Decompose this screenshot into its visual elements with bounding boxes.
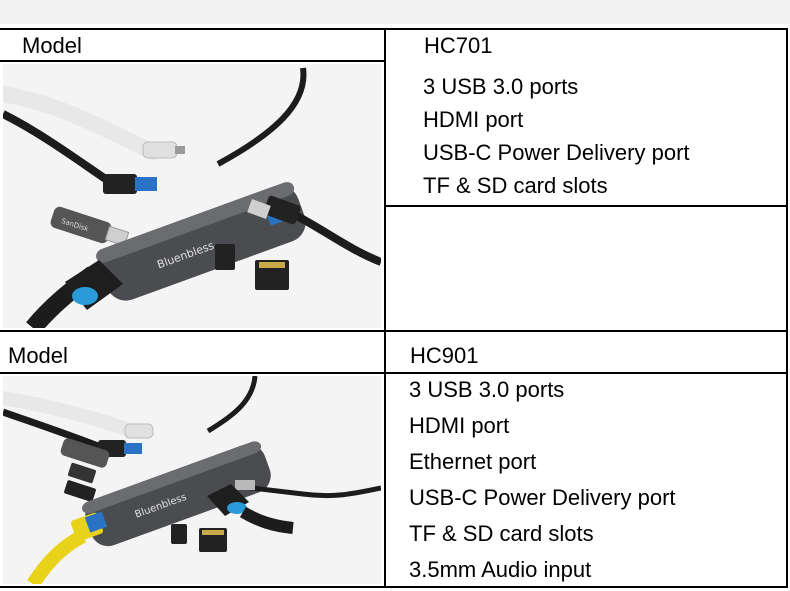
row2-model-divider (386, 372, 788, 374)
row2-feature-6: 3.5mm Audio input (409, 557, 592, 582)
row1-model-label: Model (22, 33, 82, 58)
row1-product-photo: SanDisk Bluenbless (3, 64, 381, 328)
column-divider (384, 28, 386, 588)
row1-feature-2: HDMI port (423, 107, 524, 132)
row2-feature-1: 3 USB 3.0 ports (409, 377, 565, 402)
row1-feature-1: 3 USB 3.0 ports (423, 74, 579, 99)
row2-model-name: HC901 (410, 343, 479, 368)
row2-feature-3: Ethernet port (409, 449, 537, 474)
row2-model-label: Model (8, 343, 68, 368)
row2-feature-5: TF & SD card slots (409, 521, 594, 546)
row1-label-divider (0, 60, 384, 62)
row2-product-photo: Bluenbless (3, 376, 381, 584)
row1-feature-4: TF & SD card slots (423, 173, 608, 198)
row2-label-divider (0, 372, 384, 374)
table-row-divider (0, 330, 788, 332)
row2-feature-4: USB-C Power Delivery port (409, 485, 676, 510)
table-border-top (0, 28, 788, 30)
row2-feature-2: HDMI port (409, 413, 510, 438)
top-background-strip (0, 0, 790, 24)
row1-model-name: HC701 (424, 33, 493, 58)
table-border-right (786, 28, 788, 588)
table-border-bottom (0, 586, 788, 588)
row1-feature-3: USB-C Power Delivery port (423, 140, 690, 165)
row1-feature-divider (386, 205, 788, 207)
